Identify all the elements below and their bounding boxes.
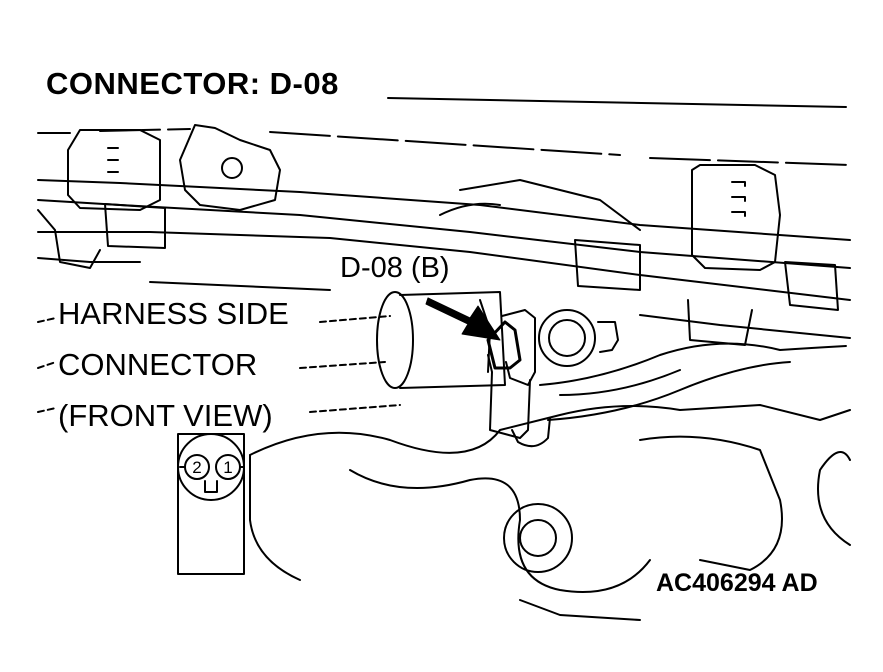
right-bracket <box>687 164 781 346</box>
harness-side-label: HARNESS SIDE CONNECTOR (FRONT VIEW) <box>58 288 289 441</box>
harness-bands <box>104 203 839 311</box>
pin-label-1: 1 <box>223 458 232 477</box>
left-bracket <box>37 124 281 269</box>
title-rule <box>387 97 847 108</box>
figure-code: AC406294 AD <box>656 569 818 597</box>
harness-label-line-1: HARNESS SIDE <box>58 296 289 331</box>
label-leaders <box>37 315 401 413</box>
diagram-title: CONNECTOR: D-08 <box>46 66 339 101</box>
connector-callout-label: D-08 (B) <box>340 252 450 284</box>
structure-lines <box>37 128 851 339</box>
wire-harness <box>539 342 847 421</box>
connector-front-view: 2 1 <box>177 433 245 575</box>
pin-label-2: 2 <box>192 458 201 477</box>
harness-label-line-3: (FRONT VIEW) <box>58 398 273 433</box>
motor-body <box>376 179 641 389</box>
harness-label-line-2: CONNECTOR <box>58 347 258 382</box>
connector-d08 <box>486 309 551 448</box>
lower-casting <box>249 404 851 621</box>
pointer-arrow <box>425 297 501 341</box>
